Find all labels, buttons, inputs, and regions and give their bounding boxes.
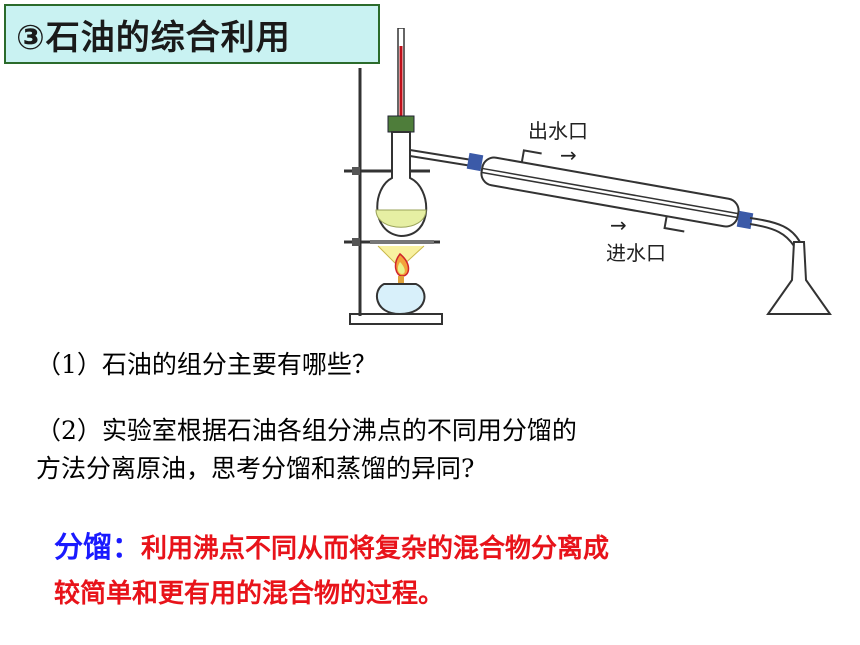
outlet-arrow: → (560, 143, 577, 167)
connector-left (466, 152, 484, 172)
flask-stopper (387, 115, 415, 133)
condenser (480, 149, 749, 233)
definition-line-1: 利用沸点不同从而将复杂的混合物分离成 (141, 534, 610, 564)
definition-line-2: 较简单和更有用的混合物的过程。 (54, 579, 445, 609)
inlet-label: 进水口 (606, 241, 666, 265)
question-1: （1）石油的组分主要有哪些？ (36, 350, 377, 379)
definition-term: 分馏： (54, 530, 142, 564)
thermometer-mercury (399, 46, 403, 154)
title-box: ③石油的综合利用 (4, 4, 380, 64)
receiving-flask (766, 241, 832, 315)
question-2-line-1: （2）实验室根据石油各组分沸点的不同用分馏的 (36, 416, 577, 445)
alcohol-lamp (375, 283, 426, 316)
inlet-arrow: → (610, 213, 627, 237)
outlet-label: 出水口 (528, 119, 588, 143)
definition: 分馏：利用沸点不同从而将复杂的混合物分离成 较简单和更有用的混合物的过程。 (54, 525, 794, 617)
distillation-apparatus: 出水口 → → 进水口 (344, 28, 832, 325)
question-2: （2）实验室根据石油各组分沸点的不同用分馏的 方法分离原油，思考分馏和蒸馏的异同… (36, 412, 816, 488)
stand-base (349, 313, 443, 325)
flask-liquid (375, 209, 427, 228)
question-2-line-2: 方法分离原油，思考分馏和蒸馏的异同? (36, 454, 475, 483)
connector-right (736, 210, 754, 230)
page-title: ③石油的综合利用 (16, 17, 291, 58)
